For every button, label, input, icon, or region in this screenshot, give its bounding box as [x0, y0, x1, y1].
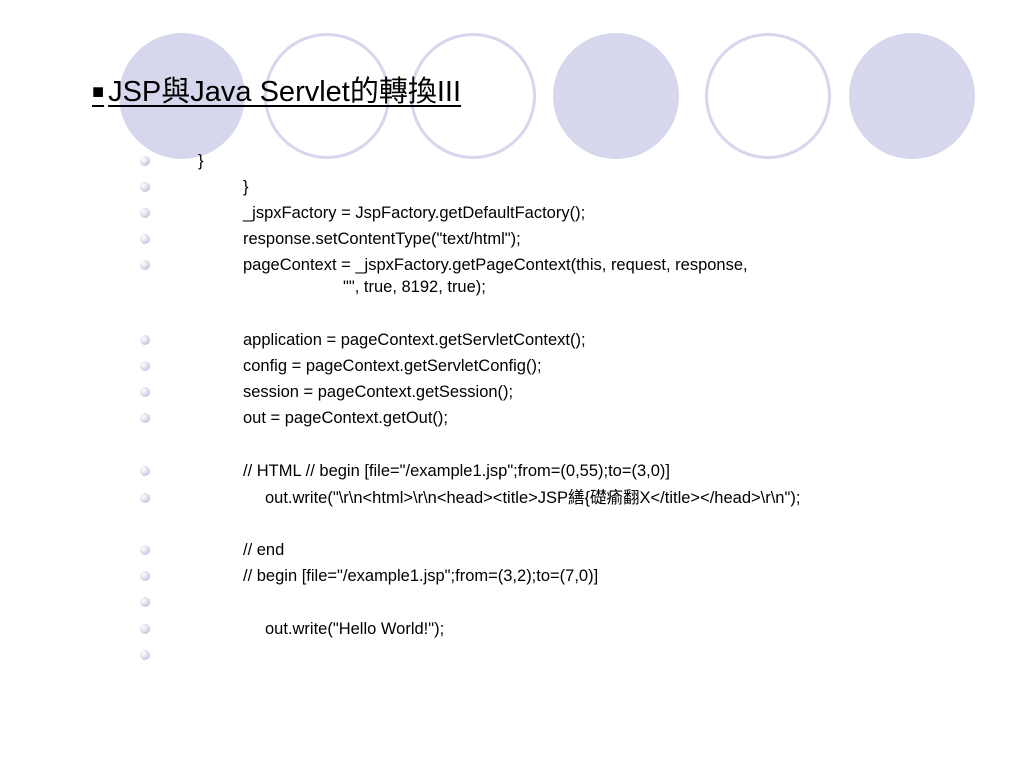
bullet-icon	[140, 493, 150, 503]
code-line: // HTML // begin [file="/example1.jsp";f…	[243, 462, 670, 480]
bullet-icon	[140, 466, 150, 476]
bullet-icon	[140, 545, 150, 555]
bullet-icon	[140, 413, 150, 423]
bullet-icon	[140, 361, 150, 371]
code-line: }	[243, 178, 249, 196]
bullet-icon	[140, 387, 150, 397]
code-line: out.write("\r\n<html>\r\n<head><title>JS…	[265, 489, 801, 507]
code-line: }	[198, 152, 204, 170]
bullet-icon	[140, 156, 150, 166]
bullet-icon	[140, 234, 150, 244]
title-square-bullet-icon: ■	[92, 81, 105, 103]
code-line: _jspxFactory = JspFactory.getDefaultFact…	[243, 204, 586, 222]
code-line: response.setContentType("text/html");	[243, 230, 521, 248]
slide-title: ■JSP與Java Servlet的轉換III	[92, 74, 461, 113]
decor-circle-ring-3	[705, 33, 831, 159]
code-line: // end	[243, 541, 285, 559]
code-line: session = pageContext.getSession();	[243, 383, 514, 401]
bullet-icon	[140, 260, 150, 270]
bullet-icon	[140, 208, 150, 218]
bullet-icon	[140, 182, 150, 192]
code-line: out.write("Hello World!");	[265, 620, 445, 638]
code-line: // begin [file="/example1.jsp";from=(3,2…	[243, 567, 599, 585]
bullet-icon	[140, 571, 150, 581]
code-line: application = pageContext.getServletCont…	[243, 331, 586, 349]
bullet-icon	[140, 335, 150, 345]
code-line: out = pageContext.getOut();	[243, 409, 449, 427]
bullet-icon	[140, 597, 150, 607]
code-line-continuation: "", true, 8192, true);	[343, 278, 486, 296]
decor-circle-filled-2	[553, 33, 679, 159]
decor-circle-ring-1	[264, 33, 390, 159]
decor-circle-filled-3	[849, 33, 975, 159]
code-line: pageContext = _jspxFactory.getPageContex…	[243, 256, 748, 274]
code-line: config = pageContext.getServletConfig();	[243, 357, 542, 375]
decor-circle-filled-1	[119, 33, 245, 159]
slide-title-text: JSP與Java Servlet的轉換III	[108, 76, 462, 108]
bullet-icon	[140, 624, 150, 634]
bullet-icon	[140, 650, 150, 660]
decor-circle-ring-2	[410, 33, 536, 159]
